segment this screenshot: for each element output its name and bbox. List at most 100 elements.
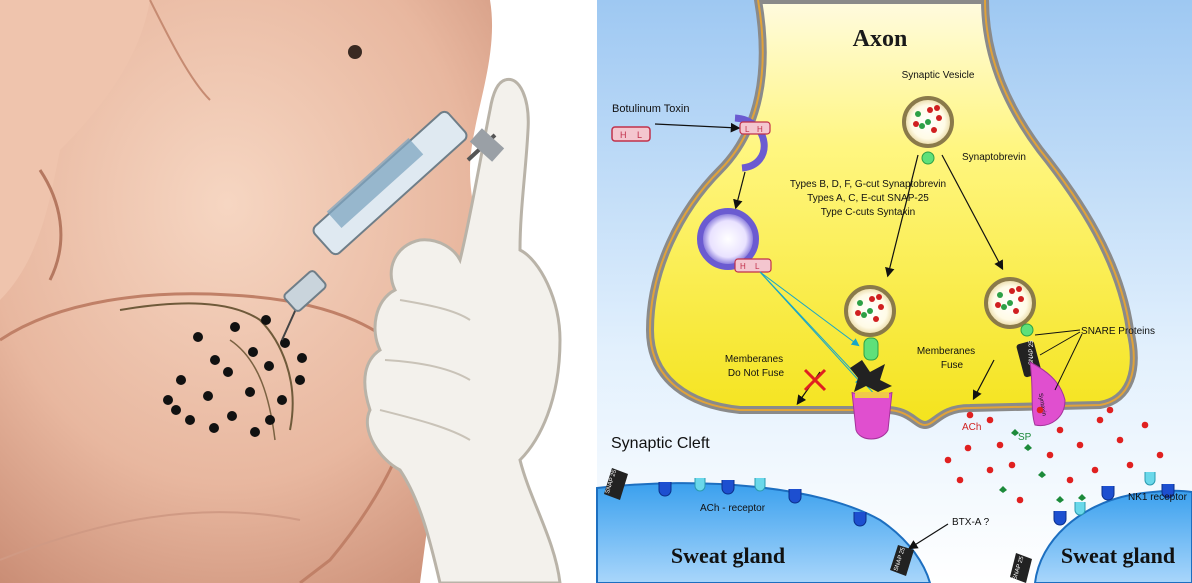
- vesicle-content-dot: [915, 111, 921, 117]
- ach-particle: [965, 445, 972, 452]
- ach-particle: [1092, 467, 1099, 474]
- injection-dot-icon: [171, 405, 181, 415]
- synaptobrevin-protein: [922, 152, 934, 164]
- vesicle-content-dot: [997, 292, 1003, 298]
- vesicle-content-dot: [869, 296, 875, 302]
- fuse-label-1: Memberanes: [917, 346, 975, 357]
- svg-text:SNAP 25: SNAP 25: [1029, 340, 1035, 365]
- vesicle-content-dot: [927, 107, 933, 113]
- injection-dot-icon: [297, 353, 307, 363]
- axon-title: Axon: [853, 26, 908, 52]
- ach-particle: [1047, 452, 1054, 459]
- injection-dot-icon: [163, 395, 173, 405]
- sp-receptor-icon: [755, 478, 765, 491]
- ach-receptor-icon: [789, 489, 801, 503]
- ach-label: ACh: [962, 422, 981, 433]
- ach-particle: [1037, 407, 1044, 414]
- injection-illustration: [0, 0, 588, 583]
- toxin-molecule-icon: L H: [740, 122, 770, 134]
- svg-text:H: H: [740, 262, 746, 271]
- injection-dot-icon: [277, 395, 287, 405]
- sp-receptor-icon: [1145, 472, 1155, 485]
- ach-receptor-label: ACh - receptor: [700, 503, 766, 514]
- types-label-1: Types B, D, F, G-cut Synaptobrevin: [790, 179, 946, 190]
- injection-dot-icon: [230, 322, 240, 332]
- svg-text:L: L: [755, 262, 760, 271]
- sp-label: SP: [1018, 432, 1032, 443]
- no-fuse-label-2: Do Not Fuse: [728, 368, 785, 379]
- sweat-gland-right-label: Sweat gland: [1061, 543, 1175, 568]
- injection-dot-icon: [261, 315, 271, 325]
- ach-receptor-icon: [722, 480, 734, 494]
- sp-receptor-icon: [695, 478, 705, 491]
- syntaxin-protein: [852, 392, 892, 439]
- ach-receptor-icon: [854, 512, 866, 526]
- vesicle-content-dot: [878, 304, 884, 310]
- ach-particle: [1057, 427, 1064, 434]
- injection-dot-icon: [248, 347, 258, 357]
- vesicle-content-dot: [1016, 286, 1022, 292]
- nk1-receptor-icon: [1102, 486, 1114, 500]
- injection-dot-icon: [223, 367, 233, 377]
- fuse-label-2: Fuse: [941, 360, 964, 371]
- snare-proteins-label: SNARE Proteins: [1081, 326, 1155, 337]
- synapse-diagram: Axon Botulinum Toxin H L L H Types B, D,…: [597, 0, 1192, 583]
- ach-particle: [987, 417, 994, 424]
- nipple-mark: [348, 45, 362, 59]
- ach-particle: [945, 457, 952, 464]
- ach-particle: [967, 412, 974, 419]
- svg-text:L: L: [745, 125, 750, 134]
- vesicle-content-dot: [857, 300, 863, 306]
- vesicle-content-dot: [1018, 296, 1024, 302]
- toxin-molecule-icon: H L: [612, 127, 650, 141]
- vesicle-content-dot: [934, 105, 940, 111]
- vesicle-content-dot: [861, 312, 867, 318]
- injection-dot-icon: [265, 415, 275, 425]
- injection-dot-icon: [295, 375, 305, 385]
- types-label-2: Types A, C, E-cut SNAP-25: [807, 193, 929, 204]
- sp-receptor-icon: [1075, 502, 1085, 515]
- no-fuse-label-1: Memberanes: [725, 354, 783, 365]
- synaptic-cleft-label: Synaptic Cleft: [611, 435, 710, 452]
- nk1-receptor-icon: [1054, 511, 1066, 525]
- injection-dot-icon: [250, 427, 260, 437]
- svg-text:H: H: [757, 125, 763, 134]
- vesicle-content-dot: [995, 302, 1001, 308]
- injection-dot-icon: [210, 355, 220, 365]
- vesicle-content-dot: [873, 316, 879, 322]
- ach-particle: [1117, 437, 1124, 444]
- ach-particle: [1077, 442, 1084, 449]
- vesicle-content-dot: [1009, 288, 1015, 294]
- vesicle-content-dot: [1013, 308, 1019, 314]
- ach-receptor-icon: [659, 482, 671, 496]
- ach-particle: [1127, 462, 1134, 469]
- vesicle-content-dot: [1007, 300, 1013, 306]
- ach-particle: [1067, 477, 1074, 484]
- injection-dot-icon: [264, 361, 274, 371]
- ach-particle: [1142, 422, 1149, 429]
- vesicle-content-dot: [876, 294, 882, 300]
- vesicle-content-dot: [1001, 304, 1007, 310]
- vesicle-content-dot: [867, 308, 873, 314]
- synaptic-vesicle-label: Synaptic Vesicle: [902, 70, 975, 81]
- sweat-gland-left-label: Sweat gland: [671, 543, 785, 568]
- injection-dot-icon: [193, 332, 203, 342]
- vesicle-content-dot: [931, 127, 937, 133]
- vesicle-content-dot: [913, 121, 919, 127]
- svg-text:H: H: [620, 130, 627, 140]
- vesicle-content-dot: [919, 123, 925, 129]
- nk1-receptor-label: NK1 receptor: [1128, 492, 1188, 503]
- ach-particle: [1017, 497, 1024, 504]
- svg-text:L: L: [637, 130, 642, 140]
- ach-particle: [997, 442, 1004, 449]
- ach-particle: [1097, 417, 1104, 424]
- injection-dot-icon: [209, 423, 219, 433]
- botulinum-toxin-label: Botulinum Toxin: [612, 103, 689, 115]
- injection-dot-icon: [245, 387, 255, 397]
- toxin-molecule-icon: H L: [735, 259, 771, 272]
- vesicle-content-dot: [855, 310, 861, 316]
- injection-dot-icon: [203, 391, 213, 401]
- ach-particle: [957, 477, 964, 484]
- ach-particle: [987, 467, 994, 474]
- ach-particle: [1009, 462, 1016, 469]
